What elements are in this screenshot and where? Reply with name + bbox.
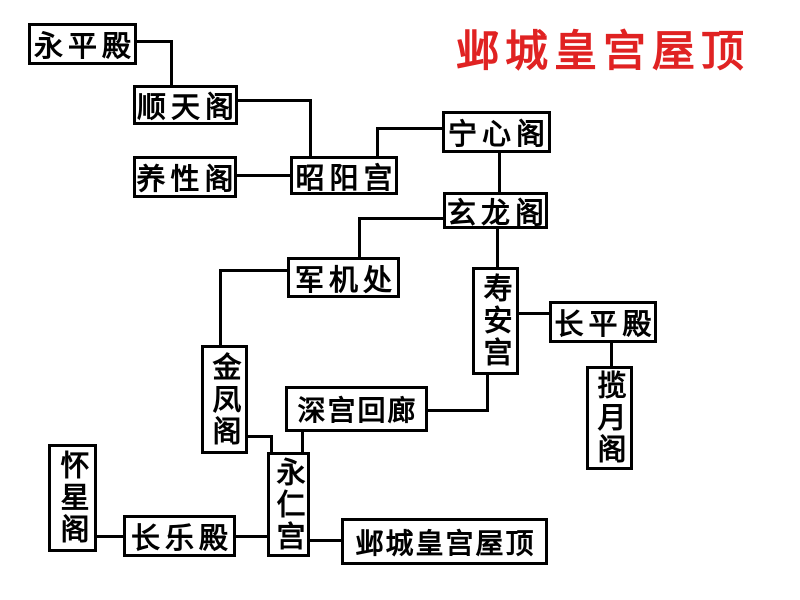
- node-jinfengge: 金凤阁: [201, 345, 248, 454]
- connector-line: [486, 373, 489, 412]
- connector-line: [219, 269, 222, 347]
- node-shouangong: 寿安宫: [472, 267, 519, 375]
- connector-line: [246, 435, 273, 438]
- connector-line: [376, 127, 379, 159]
- node-huaixingge: 怀星阁: [48, 444, 97, 552]
- node-yechenggongwuding: 邺城皇宫屋顶: [341, 518, 548, 565]
- node-zhaoyanggong: 昭阳宫: [290, 156, 398, 195]
- connector-line: [308, 539, 343, 542]
- connector-line: [137, 40, 173, 43]
- diagram-title: 邺城皇宫屋顶: [456, 27, 750, 77]
- node-yongrengong: 永仁宫: [267, 452, 310, 557]
- connector-line: [358, 217, 445, 220]
- connector-line: [95, 535, 125, 538]
- node-yongpingdian: 永平殿: [28, 23, 137, 65]
- connector-line: [358, 217, 361, 259]
- connector-line: [517, 312, 551, 315]
- connector-line: [376, 127, 444, 130]
- connector-line: [270, 435, 273, 454]
- node-shengonghuilang: 深宫回廊: [285, 386, 428, 432]
- node-changpingdian: 长平殿: [549, 301, 657, 343]
- connector-line: [309, 99, 312, 159]
- connector-line: [236, 99, 312, 102]
- node-ningxinge: 宁心阁: [442, 111, 551, 153]
- node-shuntiange: 顺天阁: [133, 85, 238, 125]
- connector-line: [498, 151, 501, 194]
- connector-line: [496, 227, 499, 269]
- node-changledian: 长乐殿: [123, 515, 236, 557]
- node-lanyuege: 揽月阁: [586, 366, 633, 470]
- connector-line: [235, 174, 292, 177]
- connector-line: [219, 269, 289, 272]
- connector-line: [170, 40, 173, 87]
- connector-line: [426, 409, 489, 412]
- connector-line: [234, 535, 269, 538]
- node-junjichu: 军机处: [287, 257, 400, 298]
- connector-line: [610, 341, 613, 368]
- node-xuanlongge: 玄龙阁: [443, 192, 548, 230]
- connector-line: [301, 430, 304, 454]
- node-yangxingge: 养性阁: [133, 156, 237, 198]
